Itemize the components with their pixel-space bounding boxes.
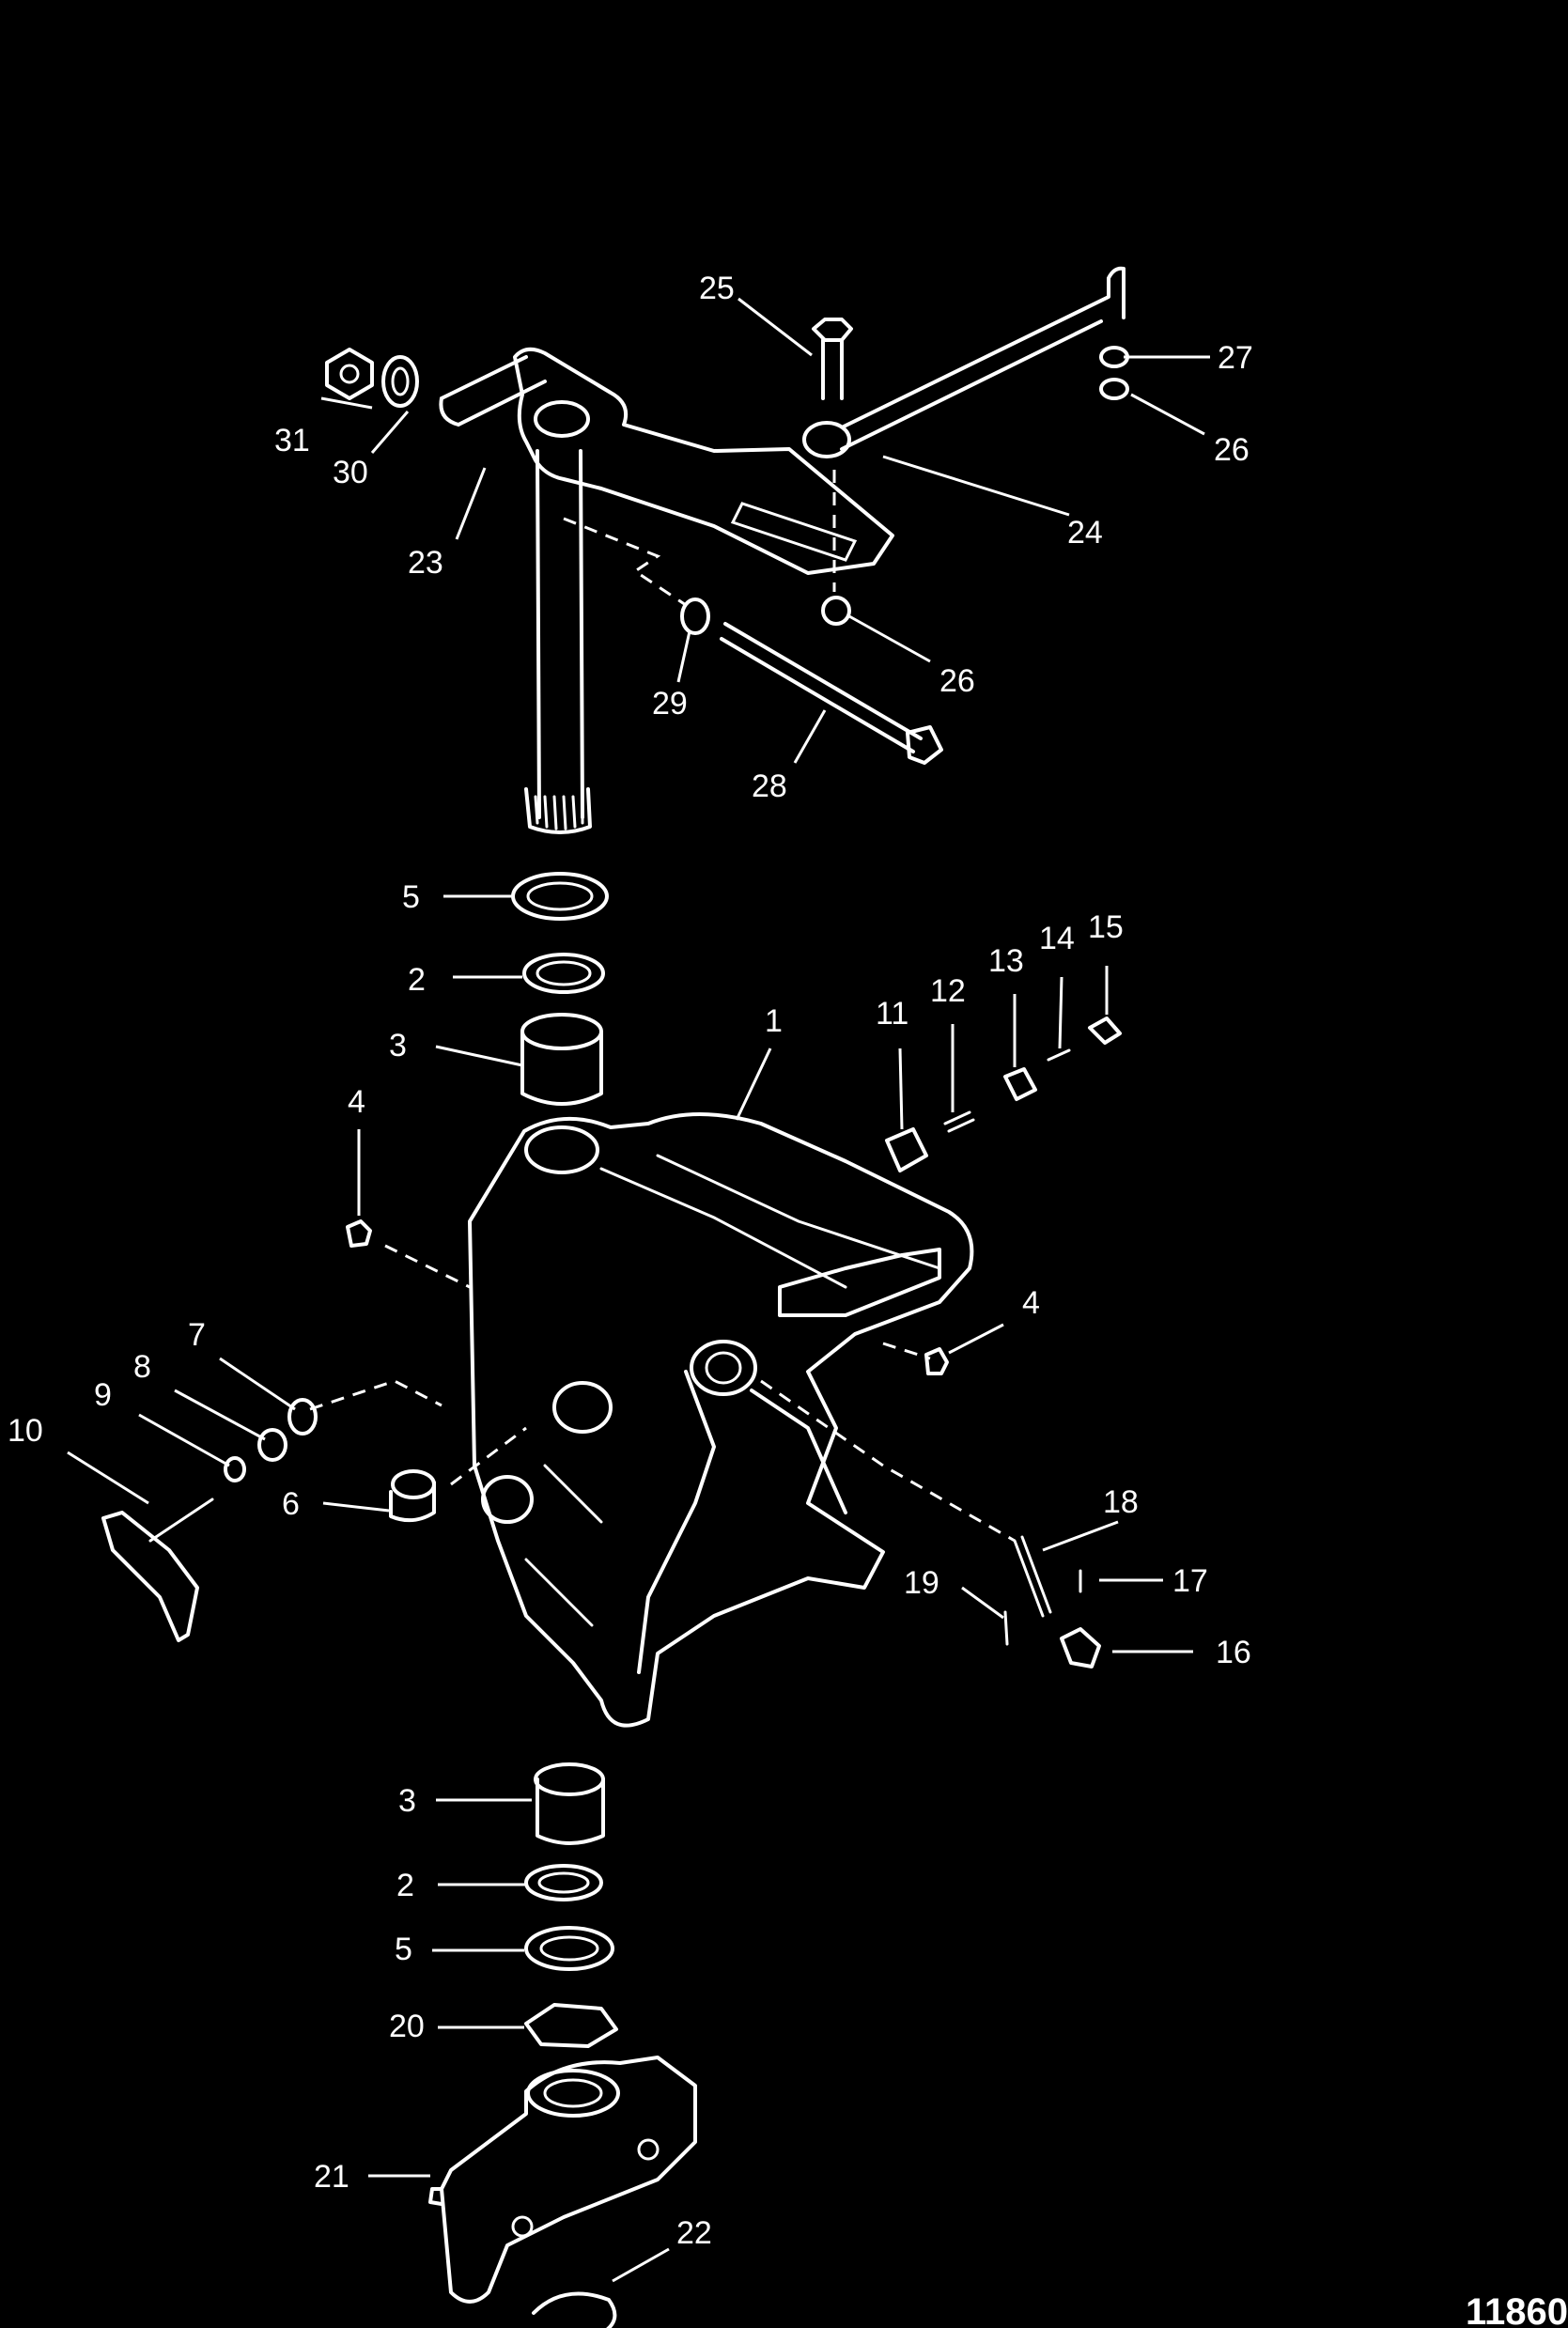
bushing-6-shape [389, 1481, 436, 1523]
steering-yoke-shape [513, 347, 894, 575]
callout-3-lower: 3 [398, 1783, 416, 1819]
bushing-3-upper-shape [520, 1030, 603, 1106]
retainer-20-shape [524, 2003, 618, 2048]
callout-9: 9 [94, 1377, 112, 1413]
nut-26-lower-shape [821, 596, 851, 626]
grease-fitting-4-right-shape [924, 1347, 949, 1375]
cap-11-shape [885, 1127, 928, 1172]
callout-4-right: 4 [1022, 1285, 1040, 1321]
steering-arm-21-shape [440, 2056, 697, 2304]
callout-11: 11 [876, 996, 908, 1032]
callout-16: 16 [1216, 1635, 1251, 1670]
callout-27: 27 [1218, 340, 1253, 376]
steering-shaft-shape [536, 449, 584, 819]
callout-2-upper: 2 [408, 962, 426, 998]
lower-assembly [428, 1762, 697, 2328]
washer-2-lower-shape [524, 1864, 603, 1901]
callout-14: 14 [1039, 921, 1075, 956]
spring-18-shape [1013, 1535, 1052, 1618]
callout-26-upper: 26 [1214, 432, 1250, 468]
callout-18: 18 [1103, 1484, 1139, 1520]
link-rod-24-shape [802, 421, 851, 458]
callout-5-lower: 5 [395, 1932, 412, 1967]
washer-2-upper-shape [522, 953, 605, 994]
callout-28: 28 [752, 768, 787, 804]
screw-15-shape [1088, 1017, 1122, 1045]
plunger-13-shape [1003, 1067, 1037, 1101]
washer-27-shape [1099, 346, 1129, 368]
callout-12: 12 [930, 973, 966, 1009]
washer-8-shape [257, 1428, 287, 1462]
pin-19-shape [1003, 1610, 1009, 1646]
lever-10-shape [101, 1511, 199, 1642]
nut-26-upper-shape [1099, 378, 1129, 400]
callout-20: 20 [389, 2009, 425, 2044]
callout-3-upper: 3 [389, 1028, 407, 1063]
callout-7: 7 [188, 1317, 206, 1353]
clip-16-shape [1060, 1627, 1101, 1668]
swivel-bracket-assembly [101, 872, 1122, 1728]
callout-2-lower: 2 [396, 1868, 414, 1903]
swivel-shaft-assembly [325, 266, 1129, 834]
callout-10: 10 [8, 1413, 43, 1449]
callout-23: 23 [408, 545, 443, 581]
pin-14-shape [1047, 1048, 1071, 1062]
callout-17: 17 [1172, 1563, 1208, 1599]
nut-31-shape [325, 348, 374, 400]
callout-22: 22 [676, 2215, 712, 2251]
swivel-bracket-1-shape [468, 1112, 974, 1728]
callout-13: 13 [988, 943, 1024, 979]
callout-21: 21 [314, 2159, 349, 2195]
grease-fitting-4-left-shape [346, 1219, 372, 1248]
callout-29: 29 [652, 686, 688, 722]
callout-8: 8 [133, 1349, 151, 1385]
ring-22-shape [532, 2291, 617, 2328]
callout-25: 25 [699, 271, 735, 306]
ring-9-shape [224, 1456, 246, 1482]
callout-19: 19 [904, 1565, 939, 1601]
callout-26-lower: 26 [939, 663, 975, 699]
callout-6: 6 [282, 1486, 300, 1522]
callout-labels: 25 27 26 24 26 29 28 31 30 23 5 2 3 1 4 … [8, 271, 1253, 2251]
callout-1: 1 [765, 1003, 783, 1039]
spring-12-shape [943, 1110, 975, 1133]
screw-28-shape [720, 622, 923, 753]
bushing-3-lower-shape [536, 1777, 605, 1845]
callout-24: 24 [1067, 515, 1103, 551]
washer-7-shape [287, 1398, 318, 1436]
bolt-25-shape [812, 318, 853, 342]
washer-29-shape [680, 598, 710, 635]
callout-5-upper: 5 [402, 879, 420, 915]
callout-4-left: 4 [348, 1084, 365, 1120]
callout-30: 30 [333, 455, 368, 490]
seal-5-lower-shape [524, 1926, 614, 1971]
leader-lines [67, 297, 1210, 2283]
figure-number: 11860 [1466, 2291, 1568, 2328]
callout-31: 31 [274, 423, 310, 458]
callout-15: 15 [1088, 909, 1124, 945]
washer-30-shape [381, 355, 419, 408]
steering-tube-shape [439, 355, 547, 427]
